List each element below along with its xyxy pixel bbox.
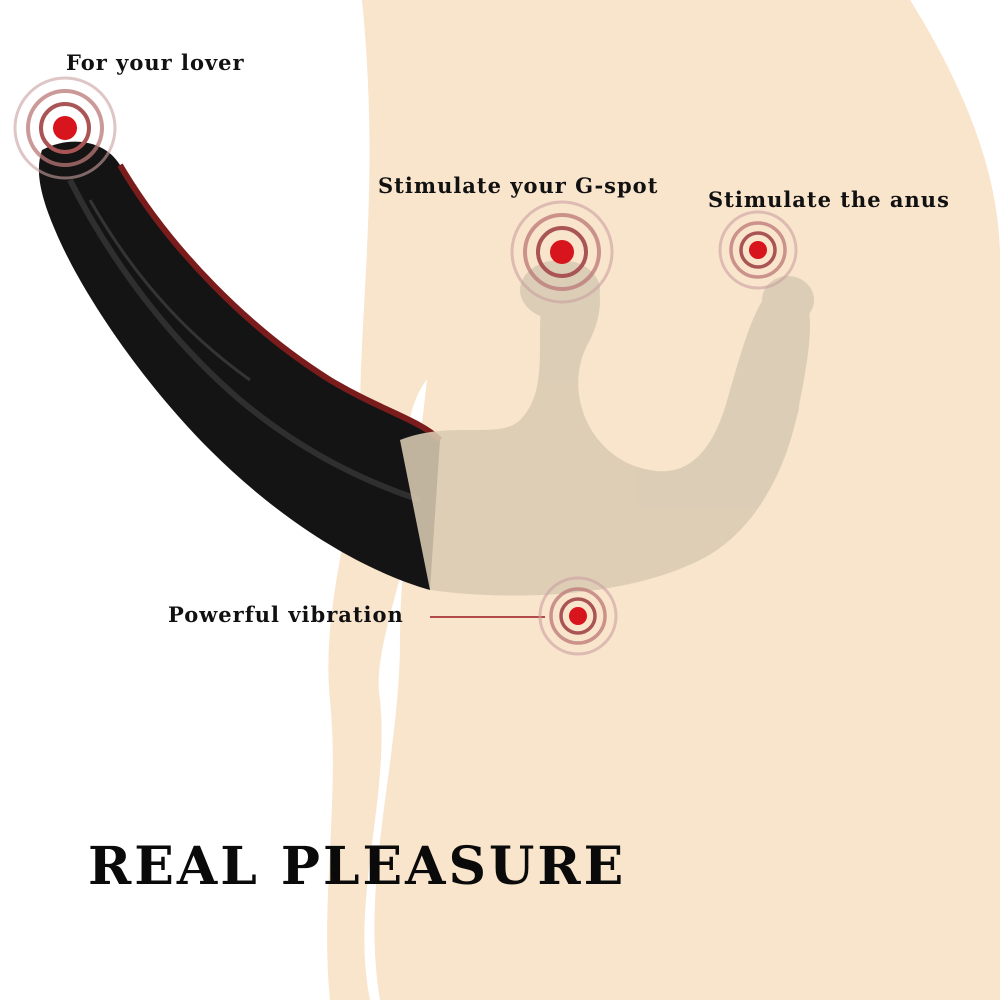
callout-lover: For your lover bbox=[66, 50, 245, 75]
black-shaft bbox=[38, 141, 440, 590]
marker-vibration bbox=[538, 576, 618, 656]
callout-gspot: Stimulate your G-spot bbox=[378, 173, 659, 198]
callout-vibration: Powerful vibration bbox=[168, 602, 404, 627]
shaft-highlight-2 bbox=[88, 199, 251, 382]
marker-anus bbox=[718, 210, 798, 290]
marker-gspot bbox=[510, 200, 614, 304]
marker-lover bbox=[13, 76, 117, 180]
shaft-red-rim bbox=[117, 163, 443, 443]
headline: REAL PLEASURE bbox=[88, 836, 627, 897]
shaft-highlight bbox=[67, 178, 421, 503]
callout-anus: Stimulate the anus bbox=[708, 187, 950, 212]
